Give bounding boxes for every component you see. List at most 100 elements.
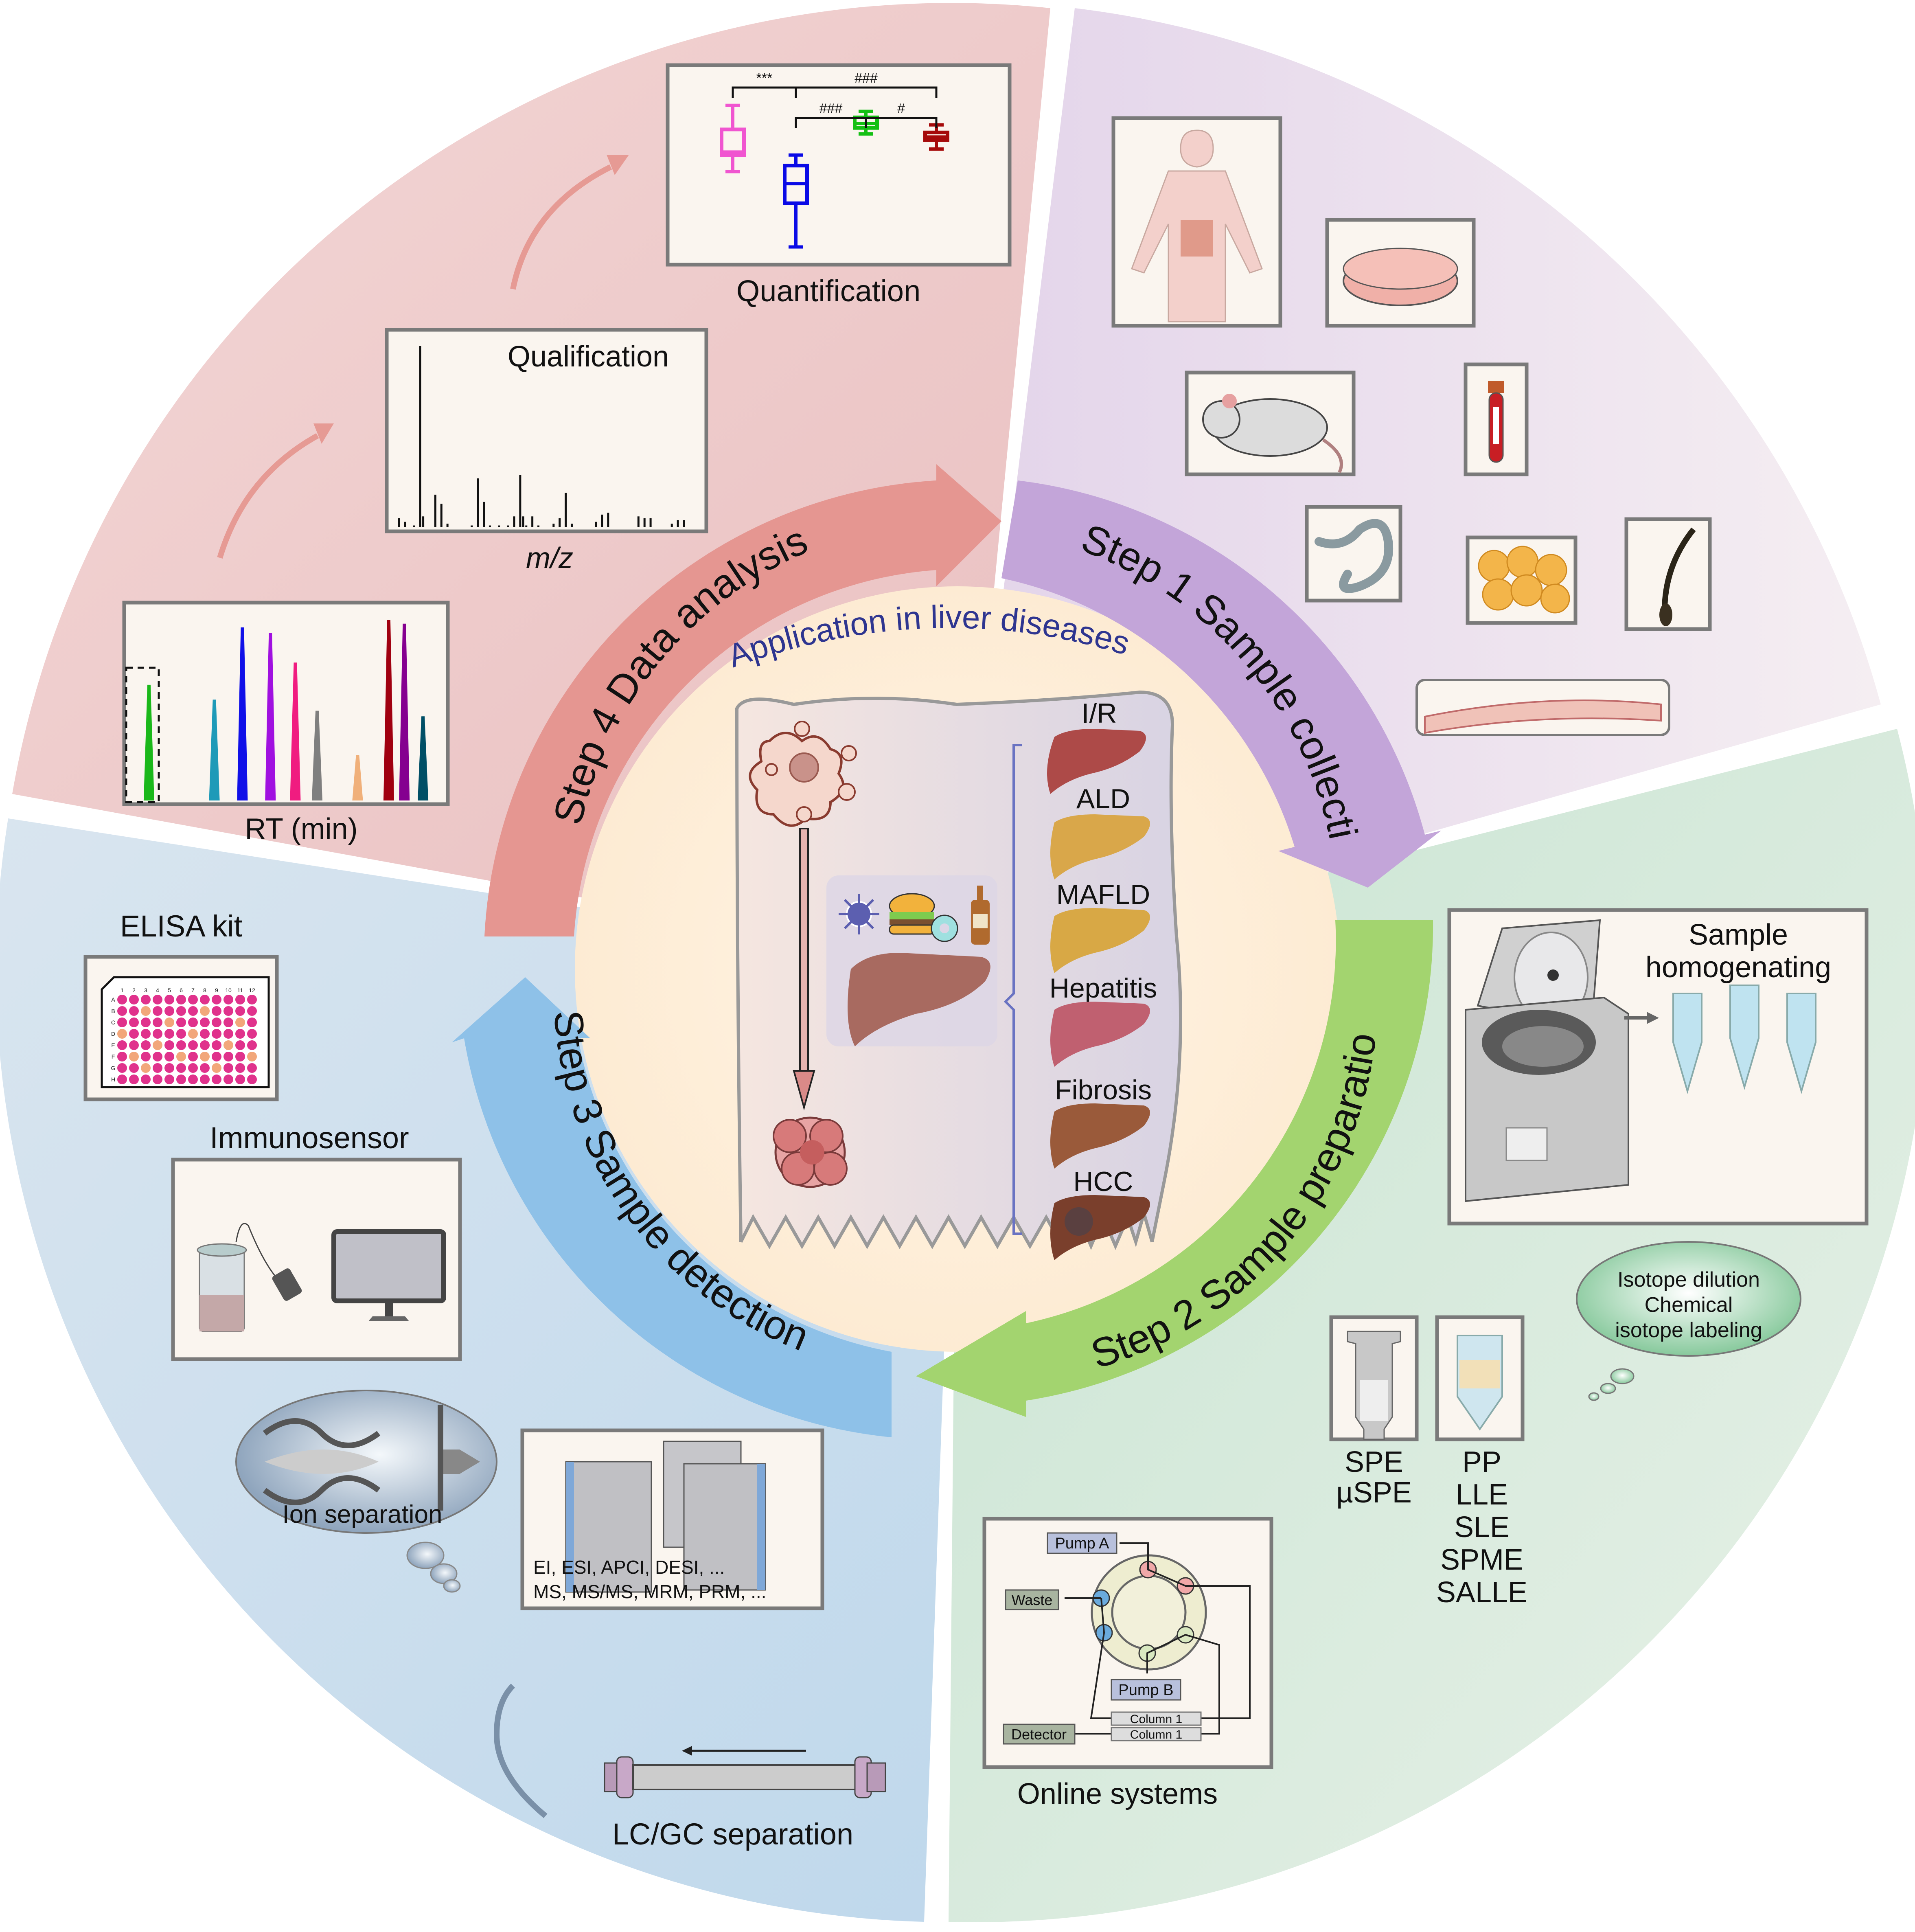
- elisa-well: [223, 1040, 233, 1050]
- elisa-col-label: 5: [168, 987, 171, 993]
- online-system-box: Pump A Pump B Waste Detector Column 1 Co…: [982, 1517, 1273, 1769]
- elisa-row-label: H: [111, 1076, 115, 1083]
- elisa-well: [247, 995, 257, 1004]
- nematode-sample: [1305, 505, 1402, 603]
- elisa-well: [223, 1006, 233, 1016]
- elisa-well: [141, 995, 151, 1004]
- elisa-well: [247, 1063, 257, 1073]
- elisa-well: [223, 1018, 233, 1027]
- waste-label: Waste: [1012, 1592, 1053, 1608]
- elisa-col-label: 4: [156, 987, 159, 993]
- chromatogram-peak: [311, 711, 323, 800]
- pump-b-box: [1111, 1679, 1181, 1701]
- elisa-well: [164, 1006, 174, 1016]
- elisa-row-label: G: [111, 1065, 116, 1071]
- tumor-mass: [1065, 1207, 1093, 1236]
- elisa-well: [141, 1075, 151, 1084]
- chromatogram-peak: [383, 620, 394, 800]
- elisa-well: [188, 995, 198, 1004]
- progression-arrow: [793, 828, 815, 1111]
- fat-cells-sample: [1466, 535, 1578, 625]
- elisa-well: [176, 1063, 186, 1073]
- elisa-well: [129, 1029, 139, 1039]
- elisa-well: [117, 1018, 127, 1027]
- disease-label: MAFLD: [1056, 879, 1150, 910]
- elisa-well: [164, 1063, 174, 1073]
- tumor-cluster-icon: [773, 1116, 848, 1188]
- extraction-methods: PP LLE SLE SPME SALLE: [1436, 1446, 1527, 1609]
- mz-axis-label: m/z: [526, 542, 573, 575]
- elisa-well: [153, 1006, 162, 1016]
- elisa-well: [188, 1040, 198, 1050]
- step4-arrow: [484, 464, 1001, 936]
- step2-arrow: [916, 920, 1433, 1417]
- elisa-well: [223, 1029, 233, 1039]
- elisa-well: [188, 1006, 198, 1016]
- boxplot-group-2: [783, 153, 809, 249]
- elisa-well: [200, 1040, 210, 1050]
- disease-label: Hepatitis: [1050, 973, 1157, 1004]
- elisa-well: [235, 1040, 245, 1050]
- elisa-row-label: E: [111, 1042, 115, 1048]
- virus-icon: [839, 894, 879, 934]
- elisa-well: [153, 1029, 162, 1039]
- curved-arrow-up-icon: [493, 1684, 548, 1818]
- elisa-well: [176, 1075, 186, 1084]
- chromatogram-peak: [290, 662, 301, 800]
- disease-list: I/R ALD MAFLD Hepatitis Fibrosis HCC: [1047, 698, 1157, 1260]
- liver-ir-icon: [1047, 729, 1146, 794]
- sample-tubes: [1672, 985, 1816, 1094]
- significance-label: ***: [756, 70, 773, 86]
- immunosensor-title: Immunosensor: [210, 1121, 409, 1155]
- elisa-row-label: A: [111, 996, 115, 1003]
- step-arrows: [452, 464, 1441, 1437]
- chromatogram-peak: [143, 684, 154, 800]
- bubble-line: Isotope dilution: [1617, 1268, 1760, 1292]
- mouse-sample: [1185, 371, 1356, 476]
- elisa-well: [200, 1029, 210, 1039]
- chromatogram-peak: [418, 716, 429, 800]
- chromatogram-peak: [237, 627, 248, 800]
- disease-bracket: [1004, 744, 1022, 1235]
- elisa-well: [141, 1006, 151, 1016]
- pump-a-label: Pump A: [1055, 1535, 1109, 1552]
- elisa-well: [176, 1052, 186, 1061]
- chromatogram-chart: [122, 601, 450, 806]
- elisa-well: [188, 1018, 198, 1027]
- elisa-well: [212, 1040, 221, 1050]
- significance-bracket: ***: [732, 70, 797, 98]
- elisa-well: [223, 995, 233, 1004]
- column-2: [1111, 1727, 1202, 1741]
- elisa-well: [212, 1075, 221, 1084]
- mass-spectrum-chart: Qualification: [385, 328, 708, 533]
- elisa-well: [129, 1052, 139, 1061]
- elisa-col-label: 3: [144, 987, 147, 993]
- elisa-well: [200, 1006, 210, 1016]
- boxplot-group-4: [923, 123, 949, 151]
- elisa-well: [176, 1029, 186, 1039]
- immunosensor-box: [171, 1158, 462, 1361]
- elisa-row-label: D: [111, 1031, 115, 1037]
- elisa-well: [141, 1018, 151, 1027]
- alcohol-bottle-icon: [971, 886, 990, 945]
- spe-label: µSPE: [1336, 1476, 1412, 1509]
- elisa-col-label: 8: [203, 987, 206, 993]
- donut-icon: [931, 914, 958, 942]
- elisa-col-label: 7: [191, 987, 195, 993]
- elisa-well: [247, 1052, 257, 1061]
- elisa-well: [212, 1006, 221, 1016]
- elisa-well: [141, 1029, 151, 1039]
- elisa-well: [153, 1040, 162, 1050]
- chromatogram-peak: [209, 700, 220, 800]
- column-1-label: Column 1: [1130, 1713, 1182, 1726]
- mass-spectrometer-box: EI, ESI, APCI, DESI, ... MS, MS/MS, MRM,…: [520, 1428, 824, 1610]
- liver-hepatitis-icon: [1050, 1002, 1150, 1067]
- method-label: SLE: [1454, 1511, 1510, 1544]
- elisa-well: [164, 1018, 174, 1027]
- peak-highlight-box: [125, 667, 160, 803]
- column-1: [1111, 1711, 1202, 1726]
- elisa-well: [141, 1052, 151, 1061]
- step4-content: RT (min) Qualification m/z ***####### Qu…: [122, 63, 1012, 845]
- pump-b-label: Pump B: [1118, 1682, 1173, 1699]
